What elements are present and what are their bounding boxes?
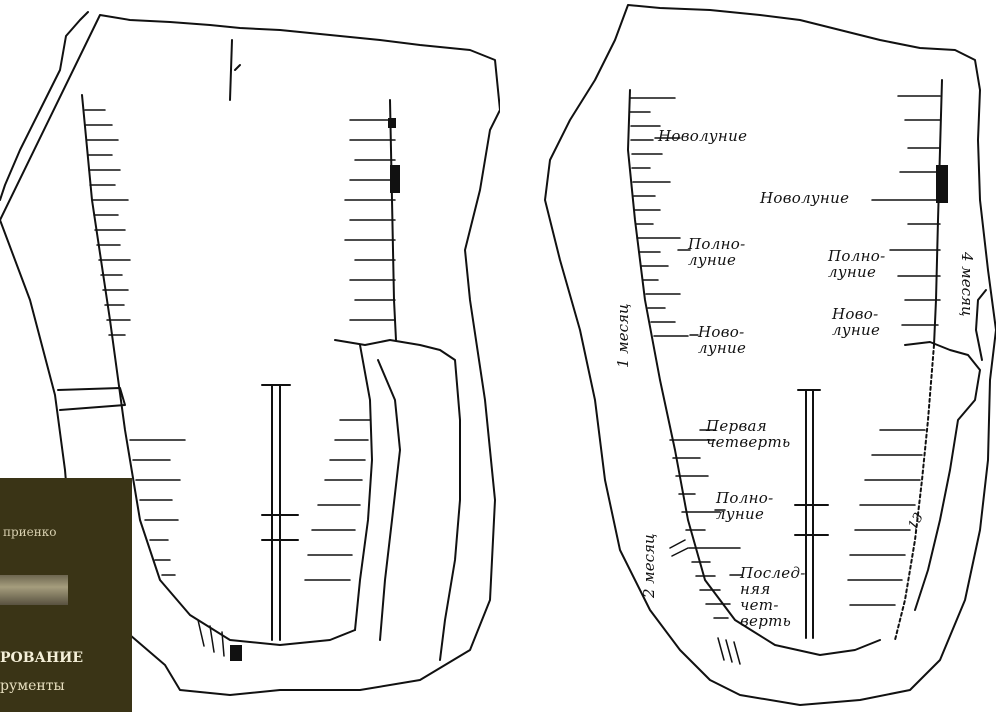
label-new-moon-1: Новолуние bbox=[658, 128, 747, 144]
book-cover: приенко РОВАНИЕ рументы bbox=[0, 478, 132, 712]
label-new-moon-2: Новолуние bbox=[760, 190, 849, 206]
book-cover-image bbox=[0, 575, 68, 605]
label-month-1: 1 месяц bbox=[614, 304, 632, 368]
label-month-4: 4 месяц bbox=[958, 252, 976, 316]
label-month-2: 2 месяц bbox=[640, 534, 658, 598]
label-full-moon-2: Полно- луние bbox=[828, 248, 885, 280]
right-bone-drawing: Новолуние Новолуние Полно- луние Полно- … bbox=[510, 0, 996, 712]
label-new-moon-3: Ново- луние bbox=[698, 324, 746, 356]
label-full-moon-3: Полно- луние bbox=[716, 490, 773, 522]
label-new-moon-4: Ново- луние bbox=[832, 306, 880, 338]
label-full-moon-1: Полно- луние bbox=[688, 236, 745, 268]
book-title: РОВАНИЕ bbox=[0, 650, 83, 666]
label-first-quarter: Первая четверть bbox=[706, 418, 790, 450]
book-author: приенко bbox=[3, 525, 57, 539]
label-last-quarter: Послед- няя чет- верть bbox=[740, 565, 806, 629]
book-subtitle: рументы bbox=[0, 678, 65, 694]
